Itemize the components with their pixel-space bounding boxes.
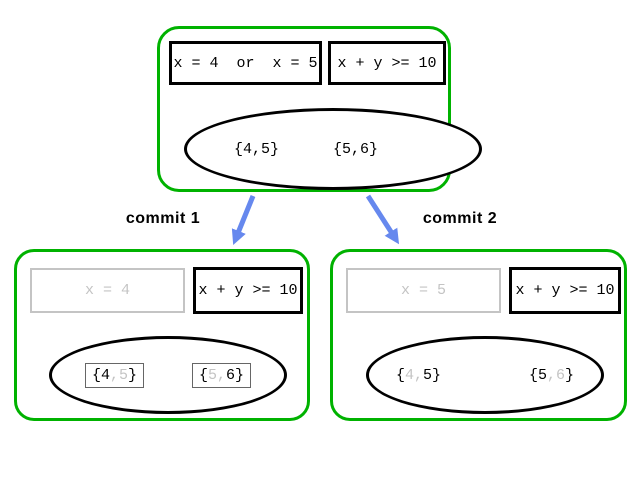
constraint-box-x-equals-5: x = 5 [346, 268, 501, 313]
constraint-label: x = 5 [400, 282, 446, 299]
commit2-arrow [365, 194, 400, 245]
commit1-edge-label: commit 1 [125, 210, 201, 227]
constraint-box-inequality: x + y >= 10 [509, 267, 621, 314]
root-state-node: x = 4 or x = 5 x + y >= 10 {4,5} {5,6} [157, 26, 482, 192]
constraint-label: x = 4 [84, 282, 130, 299]
commit2-edge-label: commit 2 [422, 210, 498, 227]
solution-set-boxed: {5,6} [192, 362, 252, 388]
constraint-box-inequality: x + y >= 10 [193, 267, 303, 314]
constraint-box-x-equals-4: x = 4 [30, 268, 185, 313]
commit2-solutions-ellipse: {4,5} {5,6} [366, 336, 604, 414]
constraint-label: x = 4 or x = 5 [173, 54, 318, 72]
constraint-box-disjunction: x = 4 or x = 5 [169, 41, 322, 85]
root-solutions-ellipse: {4,5} {5,6} [184, 108, 482, 190]
constraint-label: x + y >= 10 [198, 282, 298, 299]
solution-set: {5,6} [529, 366, 575, 384]
solution-set: {4,5} [395, 366, 441, 384]
commit2-state-node: x = 5 x + y >= 10 {4,5} {5,6} [330, 249, 627, 421]
commit1-solutions-ellipse: {4,5} {5,6} [49, 336, 287, 414]
solution-set: {4,5} [233, 140, 279, 158]
solution-set-boxed: {4,5} [84, 362, 144, 388]
commit1-state-node: x = 4 x + y >= 10 {4,5} {5,6} [14, 249, 310, 421]
solution-set: {5,6} [333, 140, 379, 158]
constraint-label: x + y >= 10 [337, 54, 437, 72]
commit1-arrow [231, 195, 256, 245]
constraint-box-inequality: x + y >= 10 [328, 41, 446, 85]
constraint-label: x + y >= 10 [515, 282, 615, 299]
